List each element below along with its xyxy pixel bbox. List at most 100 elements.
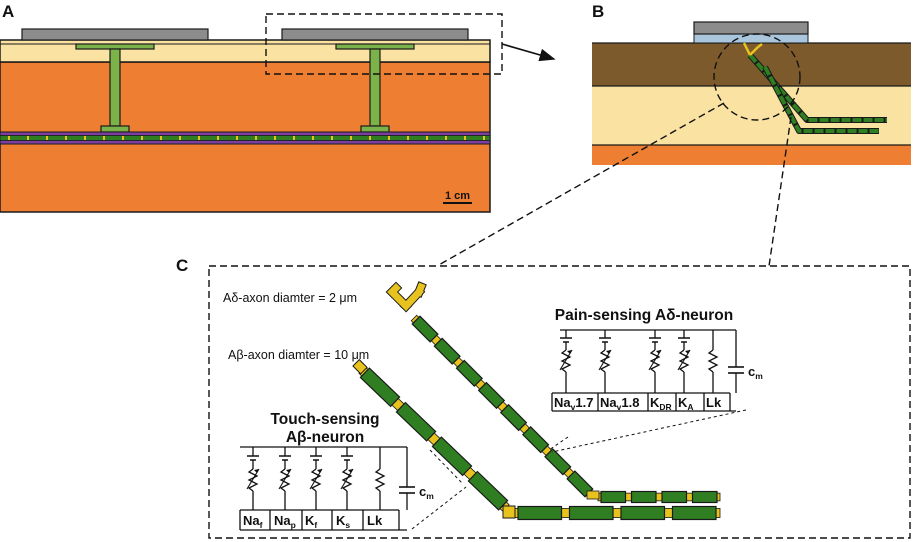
touch-channel-label: Lk xyxy=(367,513,383,528)
axon-node xyxy=(84,136,86,140)
touch-channel-label: Kf xyxy=(305,513,317,530)
touch-branch xyxy=(309,447,323,510)
ad-myelin-segment xyxy=(691,490,718,504)
axon-node xyxy=(445,136,447,140)
axon-node xyxy=(46,136,48,140)
axon-node xyxy=(255,136,257,140)
ab-myelin-segment xyxy=(568,505,614,521)
tissue-dermis-b xyxy=(592,43,911,86)
axon-a xyxy=(0,135,491,141)
touch-branch xyxy=(246,447,260,510)
pain-branch xyxy=(648,330,662,393)
panel-c-frame xyxy=(208,265,911,539)
ab-myelin-segment xyxy=(431,436,473,477)
axon-node xyxy=(483,136,485,140)
panel-b: B xyxy=(592,2,911,165)
axon-node xyxy=(141,136,143,140)
zoom-circle-b xyxy=(713,33,801,121)
tissue-epidermis-a xyxy=(0,39,491,63)
pain-capacitor-label: cm xyxy=(748,364,763,381)
ad-terminal-fill xyxy=(387,282,426,311)
ad-myelin-segment xyxy=(630,490,657,504)
touch-circuit: Naf Nap Kf Ks Lk cm xyxy=(239,446,434,531)
pain-branch xyxy=(677,330,691,393)
panel-c-label: C xyxy=(176,256,188,275)
ad-myelin-segment xyxy=(477,381,506,410)
ad-myelin-segment xyxy=(600,490,627,504)
touch-branch xyxy=(374,447,386,510)
scale-bar-label: 1 cm xyxy=(445,190,470,202)
ad-myelin-segment xyxy=(433,337,461,365)
ad-myelin-segment xyxy=(411,315,439,343)
electrode-b xyxy=(693,21,809,35)
electrode-right xyxy=(281,28,469,41)
ab-myelin-segment xyxy=(395,401,437,442)
tissue-epidermis-b xyxy=(592,86,911,145)
tissue-hypodermis-b xyxy=(592,145,911,165)
axon-node xyxy=(426,136,428,140)
axon-node xyxy=(369,136,371,140)
axon-node xyxy=(293,136,295,140)
axon-node xyxy=(179,136,181,140)
pain-callout-top xyxy=(548,436,569,451)
zoom-arrow xyxy=(501,43,556,62)
touch-branch xyxy=(278,447,292,510)
axon-node xyxy=(274,136,276,140)
touch-neuron-title-line2: Aβ-neuron xyxy=(286,429,364,446)
pain-channel-label: Nav1.8 xyxy=(600,395,639,412)
panel-a-label: A xyxy=(2,2,14,21)
axon-node xyxy=(388,136,390,140)
touch-neuron-title-line1: Touch-sensing xyxy=(270,411,379,428)
touch-channel-label: Ks xyxy=(336,513,350,530)
ab-node xyxy=(502,505,516,519)
stalk-right xyxy=(335,43,415,133)
pain-channel-label: KA xyxy=(678,395,694,412)
touch-channel-label: Naf xyxy=(243,513,263,530)
axon-node xyxy=(312,136,314,140)
axon-node xyxy=(27,136,29,140)
ab-myelin-segment xyxy=(671,505,717,521)
ad-myelin-segment xyxy=(544,448,572,476)
ad-axon-diameter: Aδ-axon diamter = 2 μm xyxy=(223,291,357,305)
touch-branch xyxy=(340,447,354,510)
axon-node xyxy=(122,136,124,140)
pain-branch xyxy=(707,330,719,393)
gel-pad-b xyxy=(693,33,809,44)
ab-myelin-segment xyxy=(467,470,509,511)
touch-callout-top xyxy=(429,449,464,485)
pain-capacitor: cm xyxy=(728,330,763,393)
zoom-line-left xyxy=(436,102,725,267)
touch-capacitor-label: cm xyxy=(419,484,434,501)
axon-node xyxy=(8,136,10,140)
ab-myelin-segment xyxy=(620,505,666,521)
axon-node xyxy=(236,136,238,140)
axon-node xyxy=(217,136,219,140)
axon-node xyxy=(350,136,352,140)
pain-channel-label: KDR xyxy=(650,395,672,412)
touch-capacitor: cm xyxy=(399,447,434,510)
ad-node xyxy=(586,490,600,500)
ab-terminal xyxy=(352,358,368,375)
axon-a-nodes xyxy=(8,136,485,140)
ad-myelin-segment xyxy=(499,403,528,432)
axon-node xyxy=(103,136,105,140)
axons-b xyxy=(742,42,887,134)
ab-myelin-segment xyxy=(517,505,563,521)
touch-channel-label: Nap xyxy=(274,513,296,530)
axon-node xyxy=(160,136,162,140)
ad-myelin-segment xyxy=(455,359,483,387)
pain-neuron-title: Pain-sensing Aδ-neuron xyxy=(555,307,733,324)
pain-channel-label: Lk xyxy=(706,395,722,410)
axon-node xyxy=(407,136,409,140)
pain-branch xyxy=(598,330,612,393)
ad-myelin-segment xyxy=(522,426,550,454)
axon-node xyxy=(464,136,466,140)
axon-node xyxy=(331,136,333,140)
ab-myelin-segment xyxy=(359,367,401,408)
panel-b-label: B xyxy=(592,2,604,21)
electrode-left xyxy=(21,28,209,41)
axon-node xyxy=(198,136,200,140)
axon-node xyxy=(65,136,67,140)
